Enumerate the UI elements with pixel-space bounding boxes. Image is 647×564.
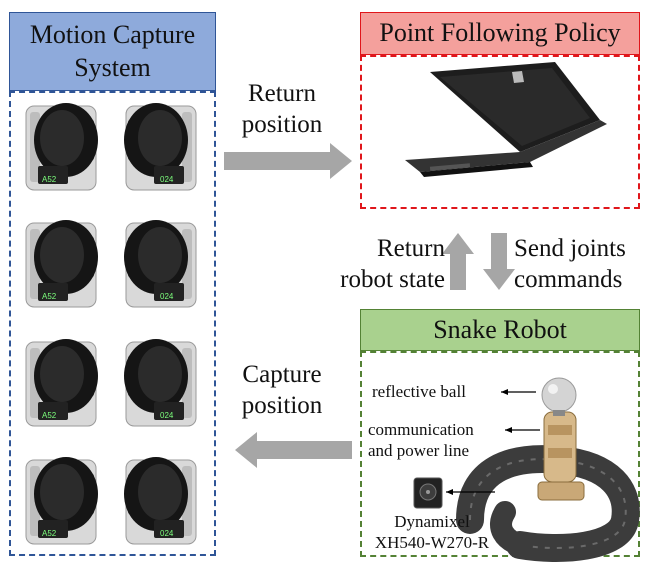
return-position-label: Return position <box>222 78 342 141</box>
mocap-title-line1: Motion Capture <box>29 20 196 49</box>
capture-position-label: Capture position <box>222 359 342 422</box>
capture-position-arrow <box>235 432 352 468</box>
capture-position-line1: Capture <box>242 361 322 388</box>
motor-pointer <box>446 489 495 495</box>
mocap-panel <box>9 91 216 556</box>
snake-robot-photo <box>456 377 640 562</box>
comm-pointer <box>505 427 540 433</box>
camera-1-screen: A52 <box>42 175 57 184</box>
motor-label: Dynamixel XH540-W270-R <box>366 511 498 554</box>
send-commands-arrow <box>483 233 515 290</box>
camera-5-screen: 024 <box>160 175 174 184</box>
mocap-title-line2: System <box>74 52 151 82</box>
comm-label-line2: and power line <box>368 441 470 461</box>
motor-label-line2: XH540-W270-R <box>374 533 490 553</box>
return-state-arrow <box>442 233 474 290</box>
send-commands-label: Send joints commands <box>514 233 644 296</box>
policy-title: Point Following Policy <box>379 18 621 48</box>
camera-4 <box>25 456 99 545</box>
camera-1 <box>25 102 99 191</box>
snake-title: Snake Robot <box>433 314 567 344</box>
laptop-icon <box>405 62 607 177</box>
camera-4-screen: A52 <box>42 529 57 538</box>
capture-position-line2: position <box>241 392 323 420</box>
send-commands-line1: Send joints <box>514 235 626 262</box>
return-position-line1: Return <box>247 80 317 107</box>
camera-3 <box>25 338 99 427</box>
send-commands-line2: commands <box>514 266 623 294</box>
camera-7-screen: 024 <box>160 411 174 420</box>
return-state-line1: Return <box>376 235 445 262</box>
mocap-title-box: Motion Capture System <box>9 12 216 91</box>
snake-panel <box>360 351 640 557</box>
return-position-arrow <box>224 143 352 179</box>
policy-title-box: Point Following Policy <box>360 12 640 55</box>
motor-label-line1: Dynamixel <box>394 512 470 531</box>
return-position-line2: position <box>241 111 323 139</box>
snake-title-box: Snake Robot <box>360 309 640 351</box>
camera-3-screen: A52 <box>42 411 57 420</box>
comm-label-line1: communication <box>368 420 474 439</box>
policy-panel <box>360 55 640 209</box>
comm-label: communication and power line <box>368 419 474 462</box>
camera-6-screen: 024 <box>160 292 174 301</box>
camera-2-screen: A52 <box>42 292 57 301</box>
return-state-label: Return robot state <box>315 233 445 296</box>
dynamixel-motor-icon <box>413 477 443 509</box>
camera-2 <box>25 219 99 308</box>
ball-pointer <box>501 389 536 395</box>
camera-8-screen: 024 <box>160 529 174 538</box>
ball-label: reflective ball <box>372 382 466 401</box>
return-state-line2: robot state <box>340 266 445 294</box>
